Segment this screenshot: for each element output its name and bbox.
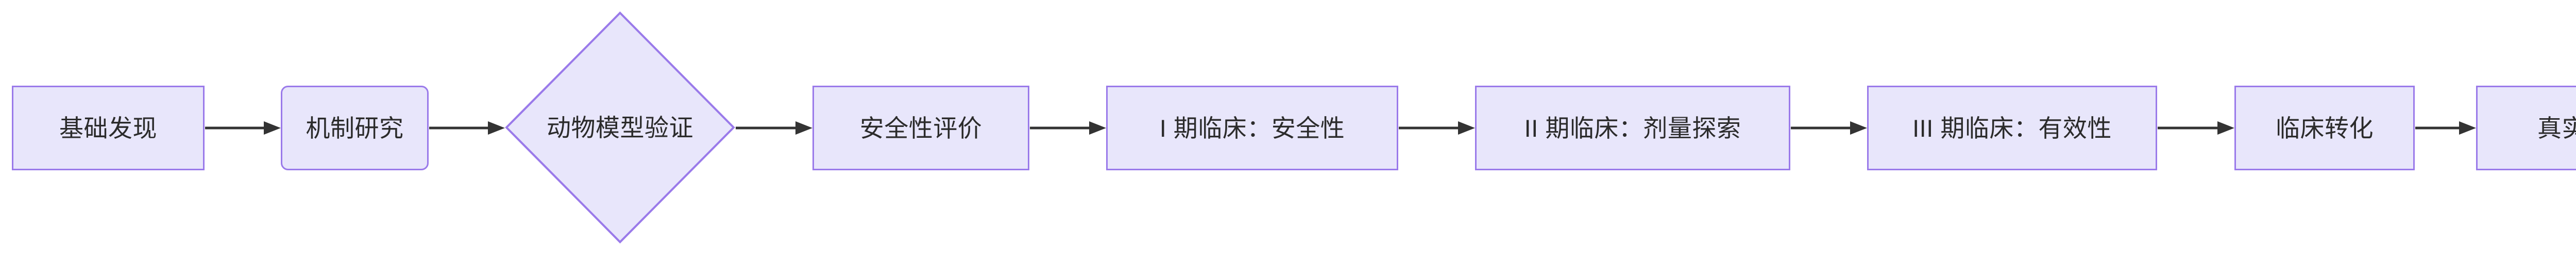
edge-n3-n4 <box>736 120 812 136</box>
node-label: II 期临床：剂量探索 <box>1524 114 1741 142</box>
node-animal-model-validation[interactable]: 动物模型验证 <box>505 11 735 244</box>
node-label: 机制研究 <box>306 114 404 142</box>
edge-n4-n5 <box>1030 120 1106 136</box>
node-safety-evaluation[interactable]: 安全性评价 <box>812 86 1029 170</box>
node-phase-1-clinical-safety[interactable]: I 期临床：安全性 <box>1106 86 1398 170</box>
node-label: 基础发现 <box>59 114 157 142</box>
edge-n5-n6 <box>1399 120 1475 136</box>
node-clinical-translation[interactable]: 临床转化 <box>2234 86 2415 170</box>
node-label: 安全性评价 <box>859 114 982 142</box>
node-label: 临床转化 <box>2276 114 2374 142</box>
edge-n2-n3 <box>429 120 505 136</box>
node-mechanism-research[interactable]: 机制研究 <box>281 86 429 170</box>
diamond-shape <box>505 11 735 244</box>
node-real-world-study[interactable]: 真实世界研究 <box>2476 86 2576 170</box>
node-label: 真实世界研究 <box>2537 114 2576 142</box>
node-label: III 期临床：有效性 <box>1912 114 2112 142</box>
node-phase-3-clinical-efficacy[interactable]: III 期临床：有效性 <box>1867 86 2157 170</box>
node-label: 动物模型验证 <box>547 114 693 141</box>
edge-n1-n2 <box>205 120 281 136</box>
node-basic-discovery[interactable]: 基础发现 <box>12 86 205 170</box>
node-phase-2-clinical-dose-finding[interactable]: II 期临床：剂量探索 <box>1475 86 1790 170</box>
edge-n8-n9 <box>2415 120 2476 136</box>
edge-n7-n8 <box>2158 120 2234 136</box>
node-label: I 期临床：安全性 <box>1159 114 1345 142</box>
edge-n6-n7 <box>1791 120 1867 136</box>
